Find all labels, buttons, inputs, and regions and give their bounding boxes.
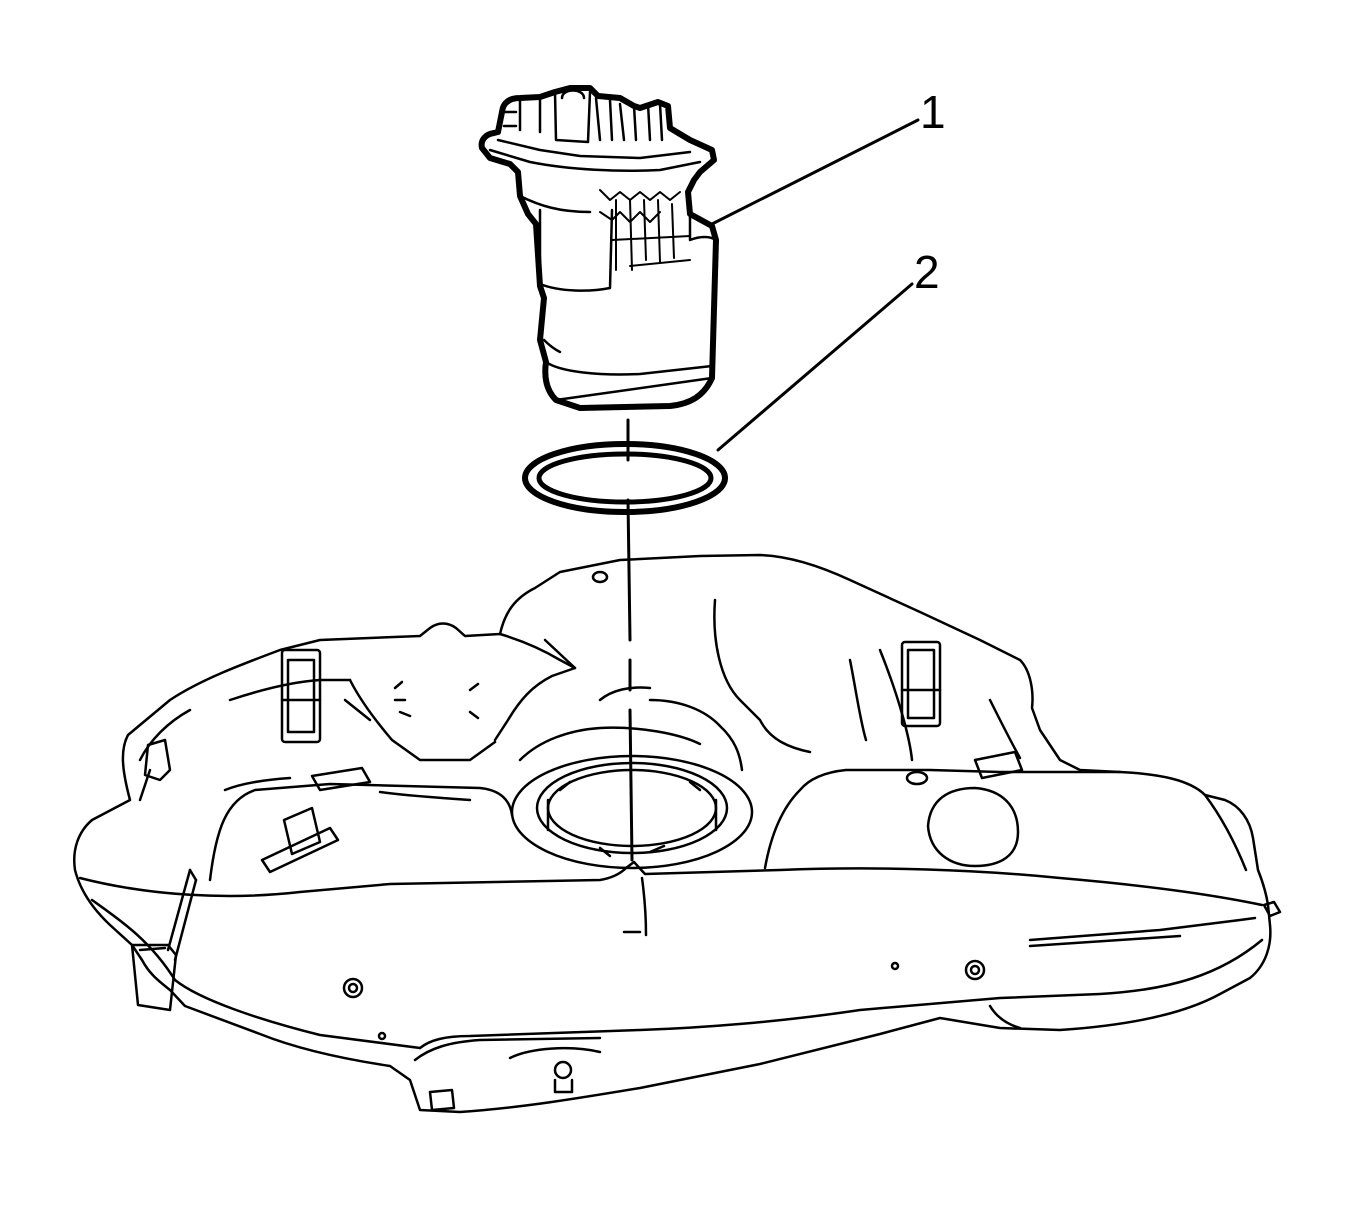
leader-line-2	[716, 282, 914, 452]
callout-leader-lines	[710, 118, 920, 452]
assembly-centerline	[626, 418, 634, 862]
fuel-tank	[73, 553, 1282, 1114]
leader-line-1	[710, 118, 920, 226]
fuel-pump-seal-ring	[522, 441, 728, 515]
fuel-pump-module	[478, 85, 719, 411]
callout-number-2: 2	[914, 246, 940, 298]
callout-number-1: 1	[920, 86, 946, 138]
